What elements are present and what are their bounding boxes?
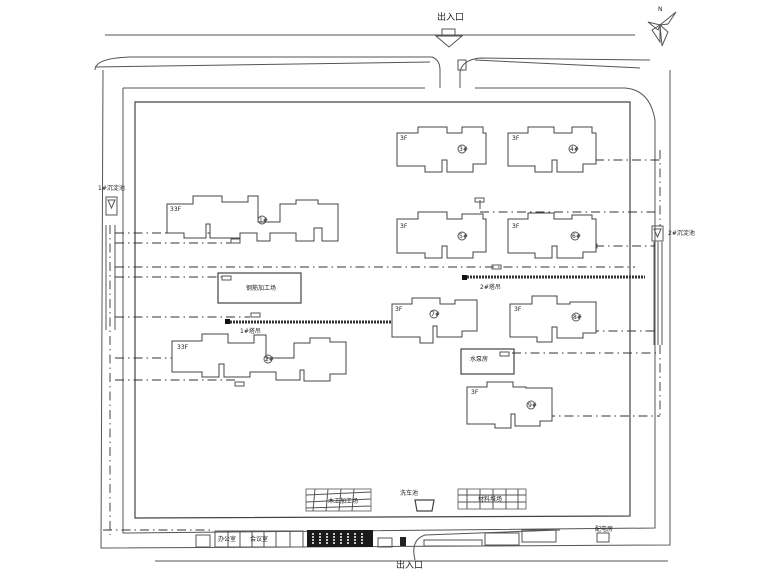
svg-text:7#: 7# <box>431 311 440 318</box>
svg-text:洗车池: 洗车池 <box>400 489 418 497</box>
bottom-facilities: 办公室 会议室 配电房 <box>195 525 613 561</box>
washing-pool: 洗车池 <box>400 489 435 512</box>
svg-text:9#: 9# <box>528 402 537 409</box>
building-4: 3F 4# <box>507 126 597 173</box>
svg-text:3F: 3F <box>512 223 520 230</box>
road-curve-left <box>94 56 441 88</box>
right-drainage: 2#沉淀池 <box>651 150 695 416</box>
svg-text:33F: 33F <box>177 344 189 351</box>
entrance-top-label: 出入口 <box>437 11 464 23</box>
material-yard: 材料堆场 <box>457 488 527 510</box>
svg-text:办公室: 办公室 <box>218 535 236 543</box>
road-curve-right <box>459 57 651 88</box>
svg-text:1#: 1# <box>259 217 268 224</box>
building-9: 3F 9# <box>466 381 553 429</box>
svg-text:钢筋加工场: 钢筋加工场 <box>246 284 276 292</box>
svg-text:水泵房: 水泵房 <box>470 355 488 363</box>
facility-canteen <box>423 539 483 547</box>
guard-house-top <box>457 59 467 71</box>
wood-processing-yard: 木工加工场 <box>305 488 372 512</box>
facility-power-room <box>521 529 557 543</box>
top-entrance: 出入口 <box>94 11 651 88</box>
facility-row-left <box>214 530 304 548</box>
svg-text:3F: 3F <box>395 306 403 313</box>
entrance-arrow-icon <box>434 35 464 48</box>
building-1: 33F 1# <box>166 195 339 242</box>
svg-text:木工加工场: 木工加工场 <box>328 497 358 505</box>
facility-right <box>596 532 610 543</box>
building-3: 3F 3# <box>396 126 487 173</box>
svg-text:3F: 3F <box>471 389 479 396</box>
svg-text:1#塔吊: 1#塔吊 <box>240 327 261 335</box>
building-7: 3F 7# <box>391 297 478 344</box>
svg-text:4#: 4# <box>570 146 579 153</box>
left-drainage: 1#沉淀池 <box>98 184 125 535</box>
svg-text:8#: 8# <box>573 314 582 321</box>
building-6: 3F 6# <box>507 212 597 259</box>
svg-text:33F: 33F <box>170 206 182 213</box>
svg-text:配电房: 配电房 <box>595 525 613 533</box>
building-8: 3F 8# <box>509 295 597 343</box>
svg-text:3F: 3F <box>400 135 408 142</box>
svg-text:5#: 5# <box>459 233 468 240</box>
tower-crane-2: 2#塔吊 <box>462 275 645 291</box>
water-pump-house: 水泵房 <box>460 348 515 375</box>
north-arrow-icon: N <box>647 6 677 47</box>
svg-text:N: N <box>658 6 663 13</box>
dormitory-block <box>307 530 373 547</box>
svg-text:2#沉淀池: 2#沉淀池 <box>668 229 695 237</box>
guard-house-bottom <box>400 537 406 546</box>
svg-text:2#: 2# <box>265 356 274 363</box>
svg-text:3F: 3F <box>514 306 522 313</box>
entrance-bottom-label: 出入口 <box>396 559 423 570</box>
entrance-gate <box>441 28 456 36</box>
building-2: 33F 2# <box>171 333 347 382</box>
sedimentation-tank-1 <box>105 196 118 216</box>
facility-office <box>195 534 211 548</box>
svg-text:材料堆场: 材料堆场 <box>478 495 502 503</box>
svg-text:3F: 3F <box>400 223 408 230</box>
steel-processing-yard: 钢筋加工场 <box>217 272 302 304</box>
building-5: 3F 5# <box>396 211 487 259</box>
inner-boundary <box>134 101 631 519</box>
facility-warehouse <box>484 532 520 546</box>
svg-text:1#沉淀池: 1#沉淀池 <box>98 184 125 192</box>
svg-text:6#: 6# <box>572 233 581 240</box>
svg-text:3F: 3F <box>512 135 520 142</box>
svg-text:2#塔吊: 2#塔吊 <box>480 283 501 291</box>
top-street <box>94 34 641 69</box>
sedimentation-tank-2 <box>651 225 664 242</box>
svg-text:会议室: 会议室 <box>250 535 268 543</box>
drainage-lines <box>103 159 660 531</box>
facility-toilet <box>377 537 393 548</box>
svg-text:3#: 3# <box>459 146 468 153</box>
